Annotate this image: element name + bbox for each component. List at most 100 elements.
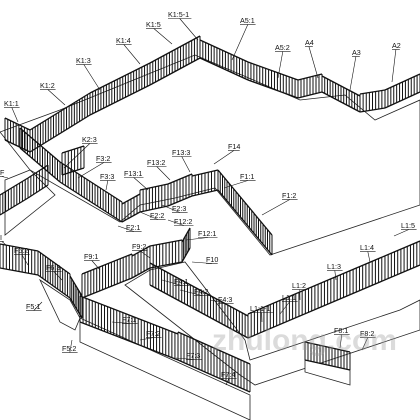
- leader-line: [225, 378, 230, 386]
- label-F9-2: F9:2: [132, 242, 146, 251]
- top-rail: [69, 275, 83, 297]
- railing-run-8: [359, 89, 386, 113]
- top-rail: [81, 253, 133, 275]
- leader-line: [69, 339, 73, 353]
- railing-run-30: [177, 331, 251, 393]
- bottom-rail: [61, 167, 85, 176]
- top-rail: [167, 173, 193, 185]
- label-L1-3: L1:3: [327, 262, 341, 271]
- leader-line: [179, 289, 202, 296]
- label-F3-3: F3:3: [100, 172, 114, 181]
- bottom-rail: [304, 359, 351, 371]
- bottom-rail: [139, 205, 169, 213]
- slab-outline-0: [0, 54, 420, 256]
- leader-line: [1, 176, 9, 179]
- railing-run-19: [27, 164, 49, 199]
- bottom-rail: [247, 79, 299, 99]
- leader-line: [185, 237, 208, 241]
- bottom-rail: [0, 197, 29, 216]
- bottom-rail: [37, 274, 71, 299]
- leader-line: [139, 337, 154, 341]
- label-F2-1: F2:1: [126, 223, 140, 232]
- railing-run-14: [167, 173, 193, 207]
- top-rail: [0, 177, 29, 196]
- railing-run-13: [139, 183, 169, 213]
- label-F2-2: F2:2: [150, 211, 164, 220]
- slab-outline-5: [304, 359, 351, 386]
- leader-line: [181, 156, 191, 173]
- label-F13-1: F13:1: [124, 169, 142, 178]
- bottom-rail: [247, 264, 420, 339]
- label-F1-1: F1:1: [240, 172, 254, 181]
- top-rail: [321, 75, 361, 97]
- railing-labels: K1:5-1A5:1K1:5K1:4A5:2A4A3A2K1:3K1:2K1:1…: [0, 10, 415, 379]
- label-K1-1: K1:1: [4, 99, 19, 108]
- label-F2-3: F2:3: [172, 204, 186, 213]
- label-F4-3: F4:3: [218, 295, 232, 304]
- railing-run-3: [149, 35, 201, 86]
- top-rail: [384, 73, 420, 91]
- leader-line: [123, 44, 141, 65]
- leader-line: [91, 260, 101, 271]
- label-F5-1: F5:1: [26, 302, 40, 311]
- label-F7-3: F7:3: [186, 351, 200, 360]
- railing-run-4: [199, 39, 249, 81]
- leader-line: [308, 46, 319, 79]
- railing-run-11: [59, 161, 123, 223]
- label-A4: A4: [305, 38, 314, 47]
- top-rail: [247, 61, 299, 81]
- railing-run-29: [79, 295, 179, 361]
- label-F5-2: F5:2: [62, 344, 76, 353]
- bottom-rail: [121, 211, 141, 223]
- bottom-rail: [199, 57, 249, 81]
- bottom-rail: [297, 91, 323, 99]
- leader-line: [47, 89, 66, 106]
- bottom-rail: [81, 277, 133, 299]
- slab-outline-2: [39, 278, 81, 331]
- railing-run-23: [81, 253, 133, 299]
- top-rail: [297, 73, 323, 81]
- leader-line: [191, 261, 212, 264]
- leader-line: [33, 301, 43, 311]
- label-F8-2: F8:2: [360, 329, 374, 338]
- top-rail: [27, 164, 49, 179]
- leader-line: [361, 337, 369, 351]
- leader-line: [213, 150, 235, 165]
- label-F9-1: F9:1: [84, 252, 98, 261]
- label-K1-5: K1:5: [146, 20, 161, 29]
- leader-line: [391, 49, 397, 83]
- label-F7-1: F7:1: [122, 315, 136, 324]
- bottom-rail: [384, 91, 420, 109]
- top-rail: [139, 183, 169, 191]
- leader-line: [161, 204, 180, 213]
- label-F4-2: F4:2: [194, 287, 208, 296]
- label-A3: A3: [352, 48, 361, 57]
- railing-run-26: [181, 227, 191, 263]
- label-F4-1: F4:1: [174, 277, 188, 286]
- leader-line: [334, 270, 337, 281]
- top-rail: [217, 169, 273, 236]
- top-rail: [89, 62, 151, 94]
- top-rail: [79, 295, 179, 335]
- railing-run-18: [0, 177, 29, 216]
- label-K1-2: K1:2: [40, 81, 55, 90]
- top-rail: [29, 92, 91, 131]
- label-K2-3: K2:3: [82, 135, 97, 144]
- bottom-rail: [321, 91, 361, 113]
- top-rail: [199, 39, 249, 63]
- label-F13-3: F13:3: [172, 148, 190, 157]
- label-F13-2: F13:2: [147, 158, 165, 167]
- bottom-rail: [59, 181, 123, 223]
- label-F7-2: F7:2: [146, 329, 160, 338]
- bottom-rail: [359, 107, 386, 113]
- label-I-edge: I: [0, 233, 2, 242]
- leader-line: [111, 321, 130, 324]
- label-F6-2: F6:2: [14, 246, 28, 255]
- bottom-rail: [4, 139, 31, 153]
- label-K1-3: K1:3: [76, 56, 91, 65]
- leader-line: [279, 301, 291, 315]
- leader-line: [133, 177, 149, 191]
- top-rail: [149, 262, 249, 317]
- leader-line: [349, 56, 357, 91]
